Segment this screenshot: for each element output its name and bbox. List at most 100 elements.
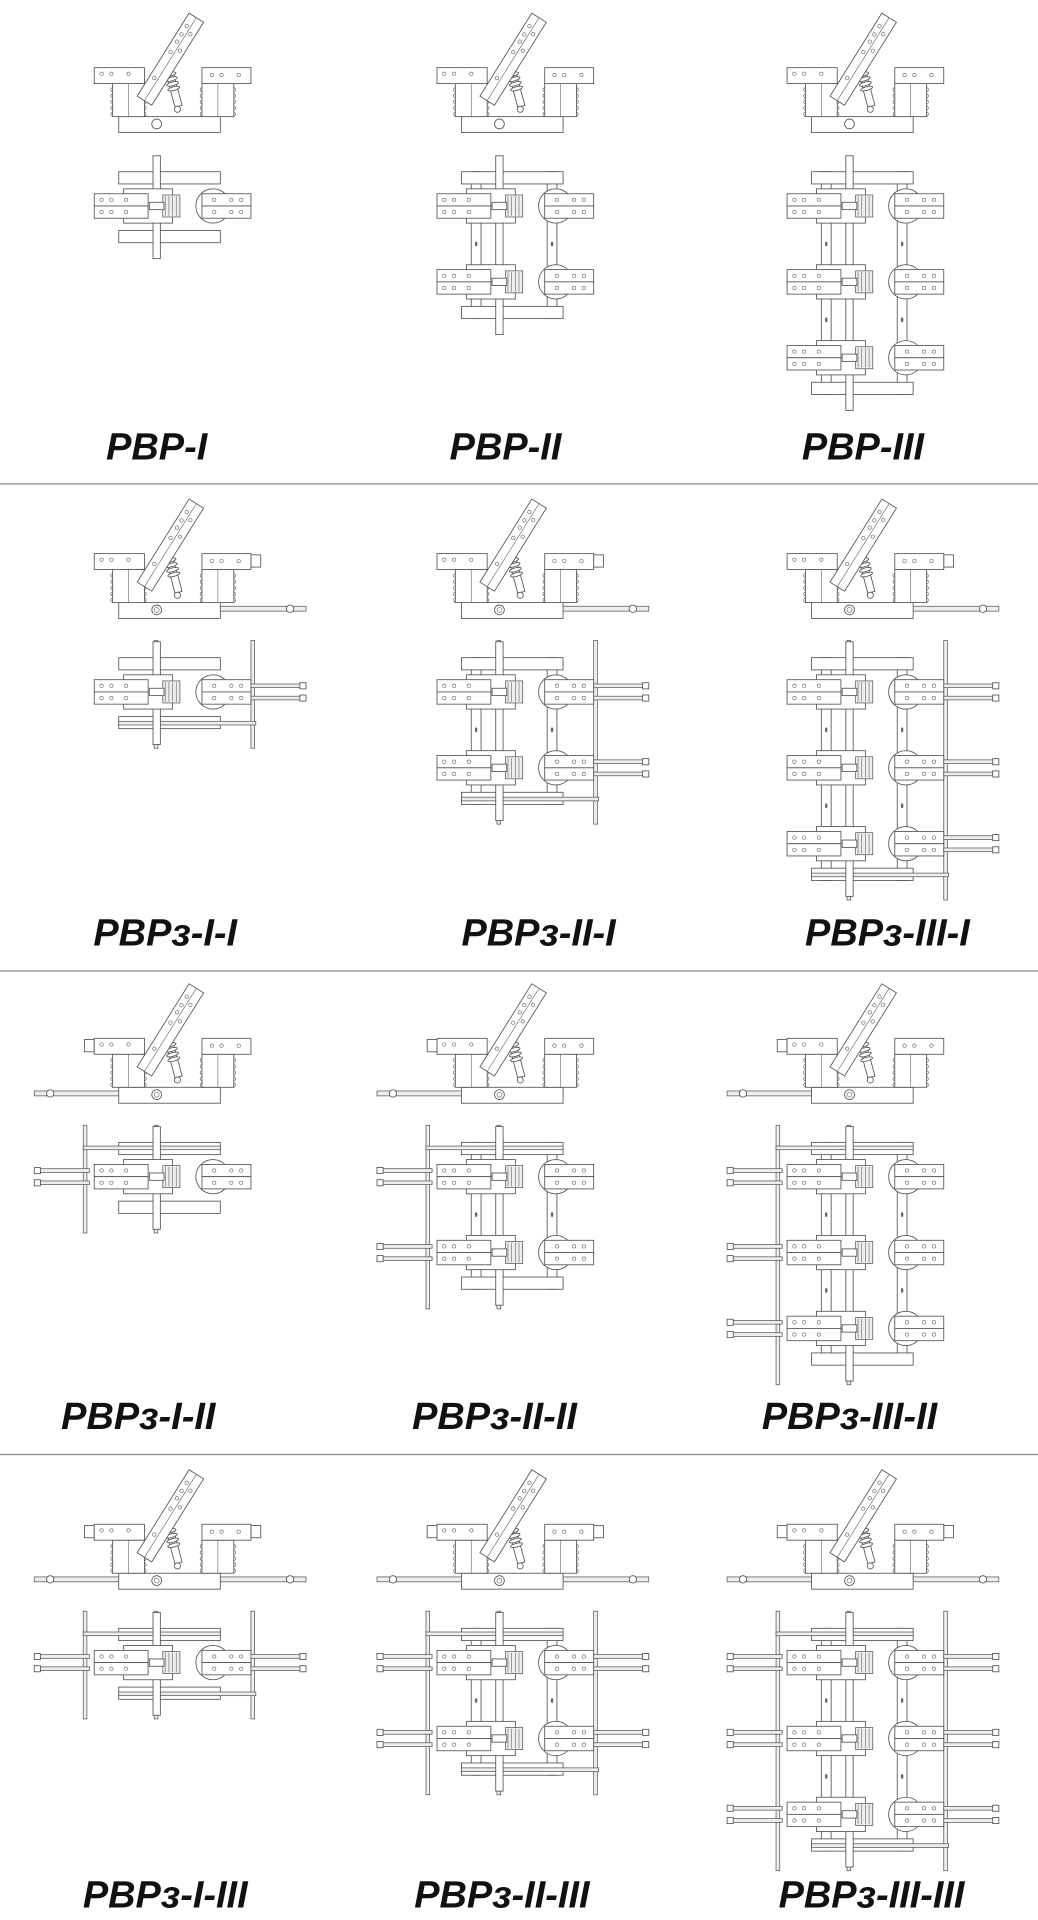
bolt-hole: [572, 210, 577, 215]
bolt-hole: [931, 1742, 936, 1747]
rail-slot: [900, 1773, 904, 1779]
bolt-hole: [802, 847, 807, 852]
bolt-hole: [845, 1532, 850, 1537]
bolt-hole: [124, 1666, 129, 1671]
bolt-hole: [802, 1730, 807, 1735]
bolt-hole: [816, 1180, 821, 1185]
bolt-hole: [870, 534, 875, 539]
ground-knife-tip: [376, 1665, 384, 1673]
drive-shaft: [495, 155, 504, 335]
shaft-end: [151, 604, 163, 616]
ground-knife: [730, 1168, 783, 1173]
bolt-hole: [99, 683, 104, 688]
bolt-hole: [802, 759, 807, 764]
ground-link: [811, 872, 950, 878]
ground-shaft: [425, 1610, 431, 1796]
bolt-hole: [905, 696, 910, 701]
bolt-hole: [819, 71, 824, 76]
bolt-hole: [792, 1320, 797, 1325]
ground-shaft: [250, 640, 255, 749]
ground-hinge: [388, 1089, 398, 1098]
terminal-strip: [894, 843, 945, 857]
bolt-hole: [922, 1180, 927, 1185]
bolt-hole: [562, 1043, 567, 1048]
ground-shaft: [593, 1610, 598, 1796]
bolt-hole: [99, 557, 104, 562]
bolt-hole: [531, 32, 536, 37]
terminal-strip: [786, 1662, 842, 1676]
bolt-hole: [209, 1043, 214, 1048]
base-frame: [118, 602, 221, 619]
bolt-hole: [522, 518, 527, 523]
insulator-rib: [803, 1082, 840, 1088]
bolt-hole: [792, 1168, 797, 1173]
ground-knife: [593, 759, 646, 764]
ground-knife: [250, 1666, 303, 1671]
bolt-hole: [581, 771, 586, 776]
bolt-hole: [792, 1654, 797, 1659]
ground-knife: [730, 1244, 783, 1249]
ground-knife-tip: [726, 1167, 734, 1175]
insulator-rib: [542, 99, 579, 105]
insulator-rib: [199, 105, 236, 111]
insulator-rib: [199, 585, 236, 591]
switch-drawing: [376, 983, 595, 1310]
terminal-strip: [93, 691, 149, 705]
terminal-strip: [93, 1649, 149, 1664]
right-terminal: [894, 67, 945, 85]
left-terminal: [786, 67, 838, 85]
bolt-hole: [212, 210, 217, 215]
ground-shaft: [775, 1124, 781, 1386]
bolt-hole: [931, 1730, 936, 1735]
bolt-hole: [109, 1168, 114, 1173]
bolt-hole: [572, 1180, 577, 1185]
pole: [436, 188, 595, 224]
insulator-rib: [892, 1549, 929, 1556]
bolt-hole: [867, 525, 872, 530]
ground-hinge: [286, 1575, 295, 1584]
bolt-hole: [905, 1320, 910, 1325]
knife-hinge: [841, 1810, 858, 1819]
bolt-hole: [184, 24, 189, 29]
left-terminal: [93, 1037, 145, 1055]
bolt-hole: [517, 525, 522, 530]
side-view: [436, 12, 595, 133]
insulator-rib: [803, 597, 840, 603]
pole: [93, 188, 252, 224]
bolt-hole: [229, 1666, 234, 1671]
pole: [376, 1159, 595, 1195]
terminal-strip: [786, 691, 842, 705]
bolt-hole: [554, 210, 559, 215]
ground-hinge: [978, 1575, 988, 1584]
insulator-rib: [542, 1555, 579, 1562]
right-terminal: [894, 1523, 945, 1541]
ground-knife: [593, 771, 646, 777]
ground-knife: [380, 1256, 433, 1261]
ground-shaft: [82, 1610, 88, 1720]
bolt-hole: [922, 847, 927, 852]
insulator-rib: [892, 1076, 929, 1082]
insulator-rib: [892, 579, 929, 585]
pole: [786, 826, 1000, 862]
ground-knife-tip: [726, 1255, 734, 1263]
ground-knife-tip: [992, 758, 1000, 766]
knife-hinge: [841, 1658, 858, 1667]
bolt-hole: [922, 1256, 927, 1261]
bolt-hole: [109, 197, 114, 202]
insulator-rib: [892, 1057, 929, 1064]
terminal-strip: [786, 1315, 842, 1329]
bolt-hole: [581, 696, 586, 701]
terminal-strip: [894, 357, 945, 371]
bolt-hole: [922, 349, 927, 354]
bolt-hole: [554, 771, 559, 776]
insulator-rib: [199, 1543, 236, 1550]
bolt-hole: [452, 1742, 457, 1747]
bolt-hole: [124, 197, 129, 202]
ground-knife: [250, 695, 303, 701]
bolt-hole: [902, 72, 907, 78]
bolt-hole: [816, 1320, 821, 1325]
bolt-hole: [562, 1529, 567, 1534]
ground-knife: [943, 1742, 996, 1747]
